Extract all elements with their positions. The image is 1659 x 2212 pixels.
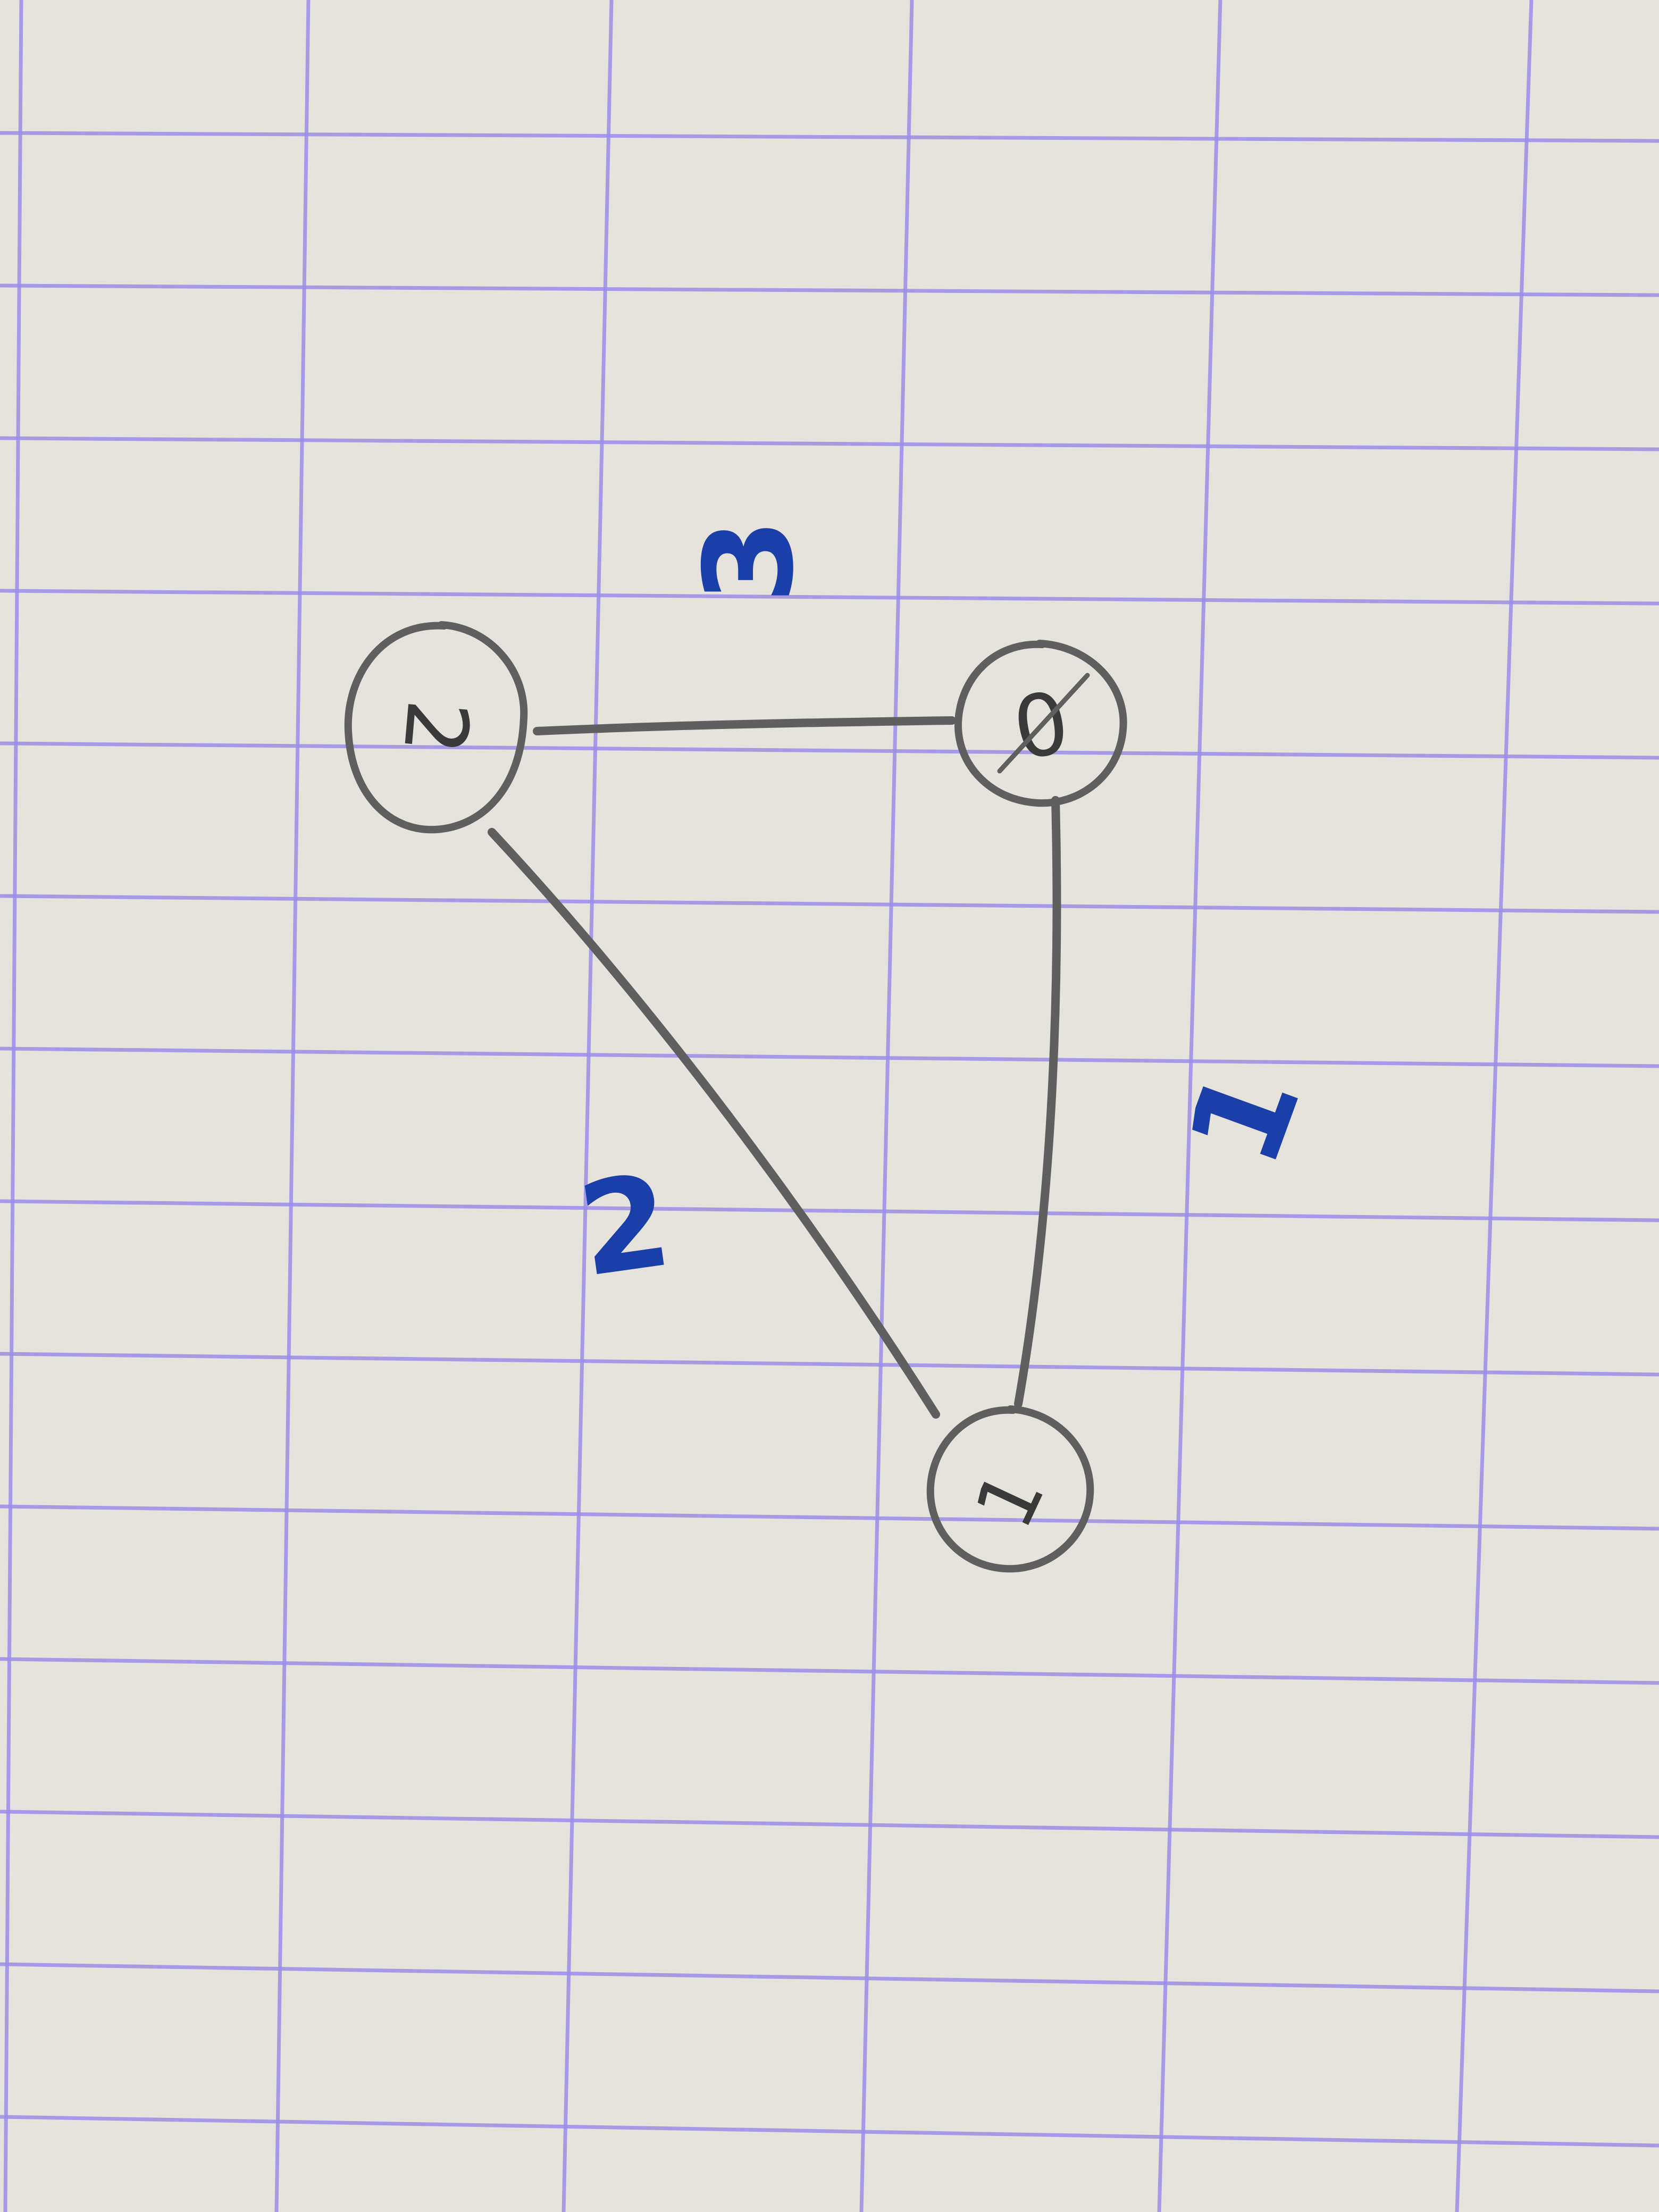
grid-line-vertical [562, 0, 614, 2212]
edge-0-1 [1014, 796, 1061, 1408]
grid-line-vertical [1157, 0, 1222, 2212]
grid-line-horizontal [0, 1657, 1659, 1685]
grid-line-vertical [1455, 0, 1534, 2212]
grid-line-vertical [3, 0, 23, 2212]
edge-weight-2: 2 [571, 1146, 679, 1306]
node-circle [926, 1405, 1094, 1573]
zero-slash-mark [997, 673, 1090, 774]
edge-2-1 [488, 828, 940, 1419]
node-label: 2 [384, 696, 488, 759]
edge-weight-3: 3 [679, 518, 821, 604]
grid-line-vertical [859, 0, 914, 2212]
grid-line-horizontal [0, 1962, 1659, 1993]
grid-line-horizontal [0, 1046, 1659, 1068]
grid-line-horizontal [0, 1504, 1659, 1531]
node-2: 2 [344, 621, 528, 834]
grid-line-horizontal [0, 589, 1659, 606]
grid-line-horizontal [0, 1199, 1659, 1222]
grid-line-vertical [274, 0, 311, 2212]
grid-line-horizontal [0, 741, 1659, 760]
graph-edges [488, 716, 1061, 1419]
grid-line-horizontal [0, 131, 1659, 143]
grid-line-horizontal [0, 894, 1659, 914]
grid-line-horizontal [0, 2115, 1659, 2148]
grid-line-horizontal [0, 283, 1659, 297]
edge-2-0 [533, 716, 956, 735]
node-circle [954, 640, 1127, 807]
grid-line-horizontal [0, 436, 1659, 451]
grid-line-horizontal [0, 1809, 1659, 1839]
node-circle [344, 621, 528, 834]
grid-line-horizontal [0, 1352, 1659, 1377]
